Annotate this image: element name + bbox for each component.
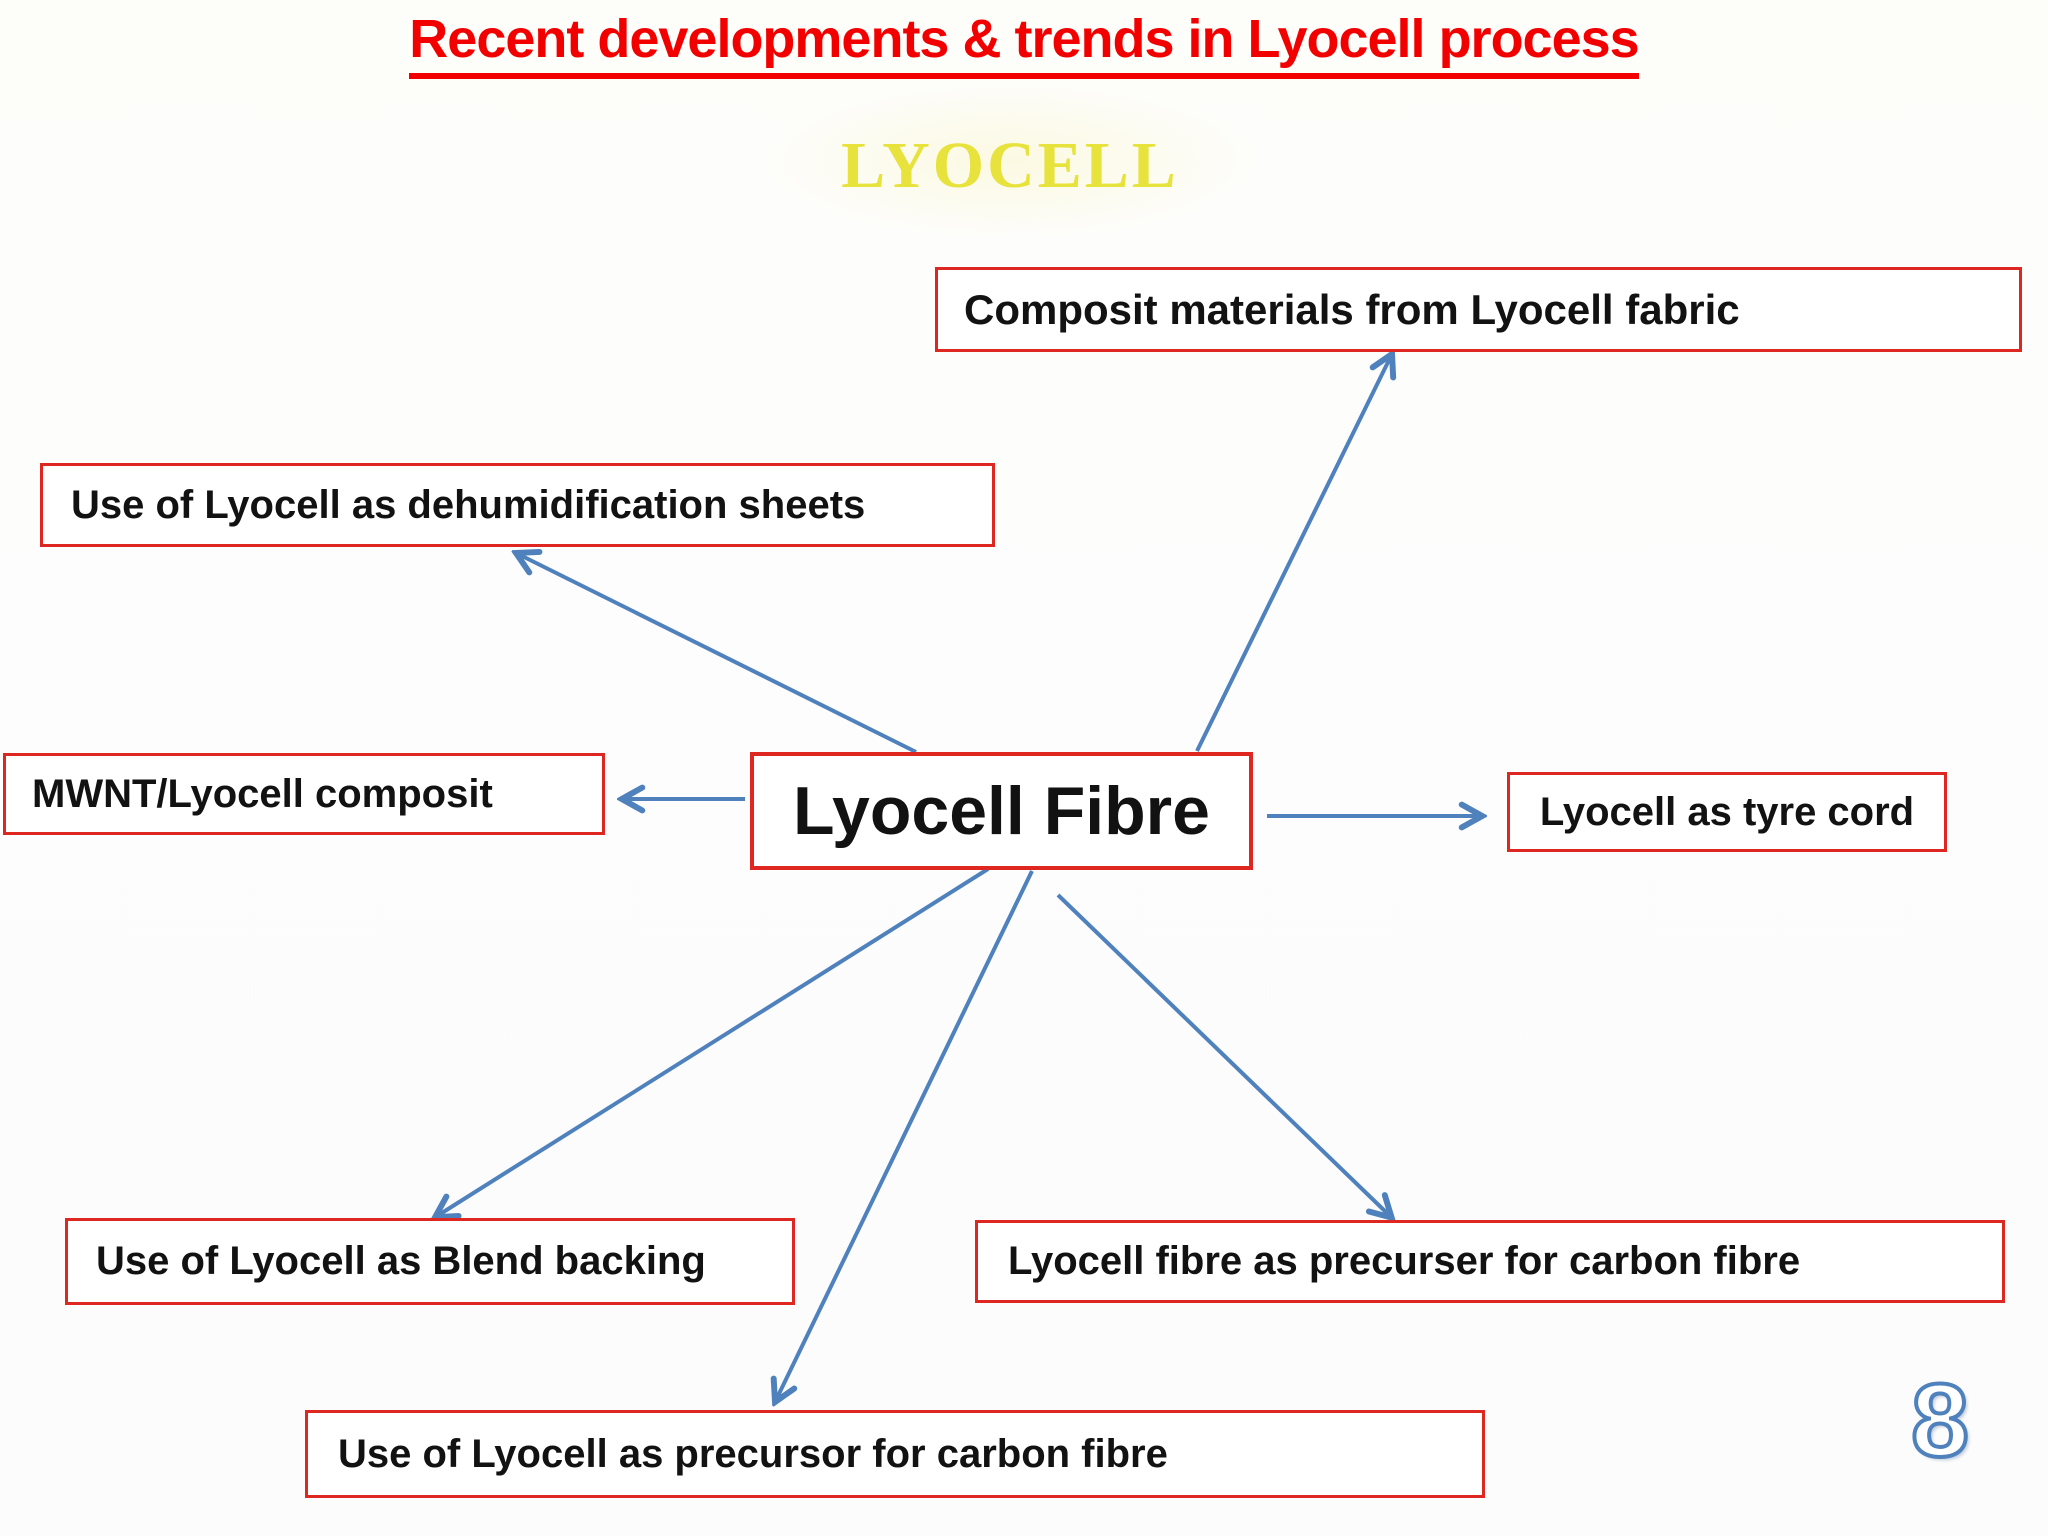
node-composit-materials: Composit materials from Lyocell fabric xyxy=(935,267,2022,352)
node-dehumidification-sheets: Use of Lyocell as dehumidification sheet… xyxy=(40,463,995,547)
node-carbon-fibre-precurser: Lyocell fibre as precurser for carbon fi… xyxy=(975,1220,2005,1303)
node-label: Use of Lyocell as precursor for carbon f… xyxy=(338,1431,1168,1476)
node-label: Lyocell Fibre xyxy=(793,773,1210,849)
arrow-to-carbon-fibre-precursor xyxy=(776,870,1034,1400)
arrow-to-blend-backing xyxy=(437,867,990,1216)
arrow-to-composit-materials xyxy=(1195,356,1391,752)
node-mwnt-composit: MWNT/Lyocell composit xyxy=(3,753,605,835)
node-label: Composit materials from Lyocell fabric xyxy=(964,285,1740,333)
lyocell-watermark: LYOCELL xyxy=(841,129,1179,202)
node-label: Use of Lyocell as Blend backing xyxy=(96,1239,706,1283)
node-label: Use of Lyocell as dehumidification sheet… xyxy=(71,482,866,527)
page-title-text: Recent developments & trends in Lyocell … xyxy=(409,9,1640,79)
node-tyre-cord: Lyocell as tyre cord xyxy=(1507,772,1947,852)
node-lyocell-fibre-center: Lyocell Fibre xyxy=(750,752,1253,870)
arrow-to-dehumidification-sheets xyxy=(518,554,917,754)
arrow-to-carbon-fibre-precurser xyxy=(1056,893,1390,1216)
node-label: Lyocell as tyre cord xyxy=(1539,789,1915,834)
slide-page-number: 8 xyxy=(1909,1361,1971,1481)
page-title: Recent developments & trends in Lyocell … xyxy=(0,8,2048,79)
node-label: MWNT/Lyocell composit xyxy=(32,771,493,816)
node-carbon-fibre-precursor: Use of Lyocell as precursor for carbon f… xyxy=(305,1410,1485,1498)
node-label: Lyocell fibre as precurser for carbon fi… xyxy=(1008,1239,1801,1283)
node-blend-backing: Use of Lyocell as Blend backing xyxy=(65,1218,795,1305)
